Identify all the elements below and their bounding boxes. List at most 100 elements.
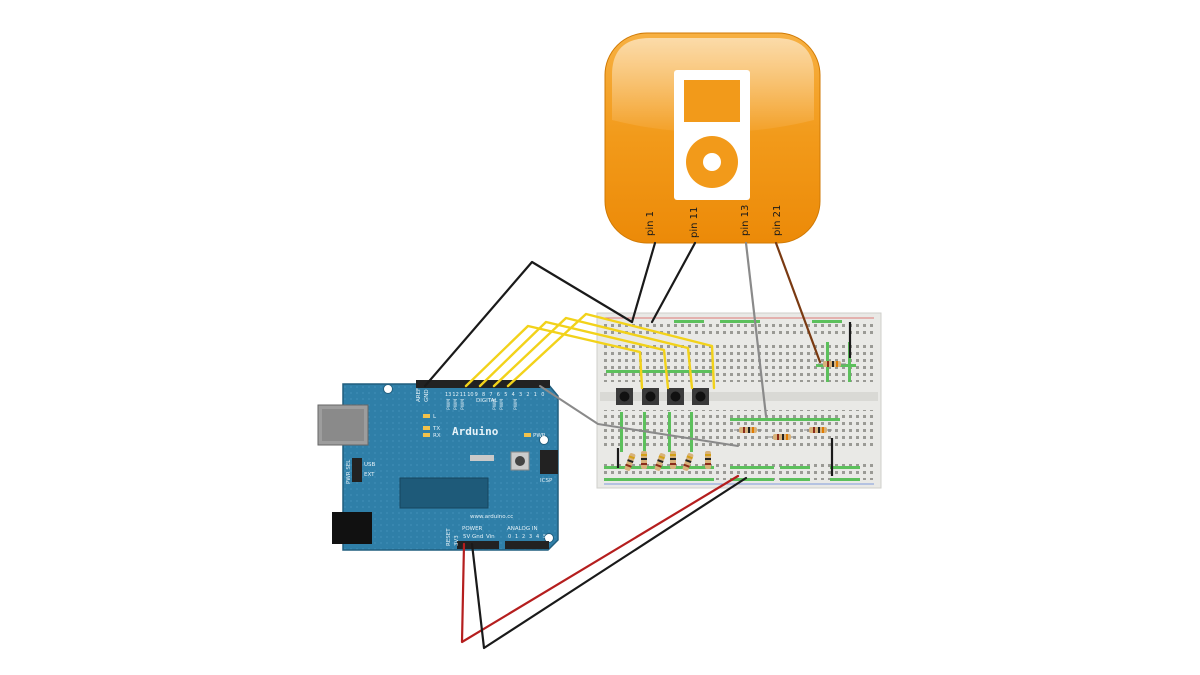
pwm-label-6: PWM (513, 399, 519, 410)
reset-label: RESET (446, 528, 452, 546)
yellow-wire-2 (478, 320, 670, 390)
pwr-sel-jumper (352, 458, 362, 482)
rx-label: RX (433, 433, 441, 439)
aref-label: AREF (416, 388, 422, 402)
microcontroller-chip (399, 477, 489, 509)
analog-pin-number: 1 (515, 534, 518, 540)
analog-pin-number: 2 (522, 534, 525, 540)
digital-pin-number: 10 (467, 392, 473, 398)
digital-pin-number: 3 (519, 392, 522, 398)
gray-tx-wire (539, 385, 739, 447)
resistor-v-6 (705, 451, 711, 469)
black-gnd-wire (423, 260, 634, 388)
digital-pin-number: 0 (541, 392, 544, 398)
digital-label: DIGITAL (476, 398, 498, 404)
5v-label: 5V (463, 534, 470, 540)
analog-pin-number: 5 (543, 534, 546, 540)
ipod-pin-label-13: pin 13 (740, 205, 751, 236)
vin-label: Vin (486, 534, 495, 540)
push-button-3 (667, 388, 684, 405)
resistor-h-3 (804, 427, 832, 433)
icsp-header (540, 450, 558, 474)
gnd-label: GND (424, 389, 430, 402)
wire-pin-13 (744, 241, 768, 418)
digital-pin-number: 1 (534, 392, 537, 398)
ipod-center-button (703, 153, 721, 171)
pwm-label-4: PWM (492, 399, 498, 410)
resistor-v-2 (641, 451, 647, 469)
digital-pin-number: 11 (460, 392, 466, 398)
ipod-pin-label-21: pin 21 (772, 205, 783, 236)
wire-pin-21 (774, 241, 822, 364)
wire-pin-1 (630, 241, 657, 324)
3v3-label: 3V3 (454, 535, 460, 546)
power-label: POWER (462, 526, 483, 532)
yellow-wire-3 (492, 316, 694, 390)
pwm-label-2: PWM (453, 399, 459, 410)
l-label: L (433, 414, 437, 420)
pwm-label-3: PWM (460, 399, 466, 410)
led-pwr (524, 433, 531, 437)
resistor-v-3 (654, 453, 666, 471)
black-gnd-wire-bottom (470, 476, 748, 650)
push-button-1 (616, 388, 633, 405)
digital-pin-number: 8 (482, 392, 485, 398)
digital-pin-number: 5 (504, 392, 507, 398)
pwr-label: PWR (533, 433, 546, 439)
ipod-screen (684, 80, 740, 122)
tx-label: TX (432, 426, 440, 432)
digital-pin-number: 7 (489, 392, 492, 398)
arduino-brand: Arduino (452, 425, 499, 438)
resistor-v-1 (624, 453, 636, 471)
red-5v-wire (460, 474, 740, 644)
power-jack (332, 512, 372, 544)
yellow-wire-4 (506, 312, 716, 390)
digital-pin-number: 13 (445, 392, 451, 398)
analog-header (505, 541, 549, 549)
led-tx (423, 426, 430, 430)
wire-pin-11 (650, 241, 697, 324)
analog-pin-number: 0 (508, 534, 511, 540)
wires (423, 241, 822, 650)
resistor-h-2 (768, 434, 796, 440)
divider-resistors (734, 361, 846, 440)
digital-pin-number: 9 (475, 392, 478, 398)
resistor-h-1 (734, 427, 762, 433)
breadboard-jumpers (616, 322, 852, 476)
analog-pin-number: 3 (529, 534, 532, 540)
power-header (457, 541, 499, 549)
yellow-wire-1 (464, 324, 644, 390)
analog-in-label: ANALOG IN (507, 526, 538, 532)
resistor-h-4 (818, 361, 846, 367)
pulldown-resistors (624, 451, 711, 471)
breadboard (596, 312, 882, 489)
push-buttons (616, 388, 709, 405)
pwr-sel-label: PWR SEL (346, 459, 352, 484)
digital-pin-number: 12 (452, 392, 458, 398)
led-rx (423, 433, 430, 437)
resistor-v-4 (670, 451, 676, 469)
push-button-4 (692, 388, 709, 405)
push-button-2 (642, 388, 659, 405)
analog-pin-number: 4 (536, 534, 539, 540)
pwm-label-5: PWM (499, 399, 505, 410)
gnd-power-label: Gnd (472, 534, 483, 540)
ipod-pin-label-11: pin 11 (689, 207, 700, 238)
arduino-board (317, 380, 559, 551)
digital-pin-number: 4 (512, 392, 515, 398)
reset-button (510, 451, 530, 471)
website-label: www.arduino.cc (470, 514, 513, 520)
ipod-pin-label-1: pin 1 (645, 211, 656, 236)
resistor-v-5 (682, 453, 694, 471)
pwm-label-1: PWM (446, 399, 452, 410)
led-l (423, 414, 430, 418)
digital-pin-number: 2 (526, 392, 529, 398)
ipod-icon (604, 32, 821, 244)
usb-label: USB (364, 462, 376, 468)
ext-label: EXT (364, 472, 375, 478)
digital-pin-number: 6 (497, 392, 500, 398)
icsp-label: ICSP (540, 478, 553, 484)
